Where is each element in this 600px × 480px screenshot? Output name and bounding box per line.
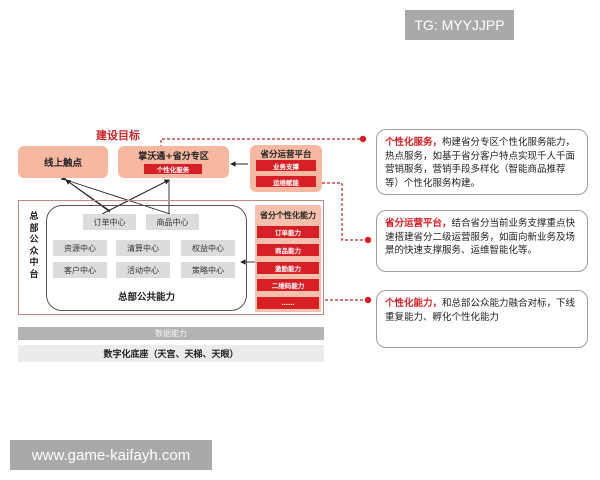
side-char: 总 (29, 212, 39, 222)
side-char: 部 (29, 223, 39, 234)
online-touchpoint-label: 线上触点 (43, 158, 82, 169)
center-strategy: 策略中心 (181, 262, 235, 278)
callout-text: 构建省分专区个性化服务能力，热点服务，如基于省分客户特点实现千人千面营销服务，营… (385, 137, 576, 189)
provincial-capability-title: 省分个性化能力 (260, 211, 316, 220)
side-char: 台 (29, 269, 39, 280)
callout-highlight: 个性化服务， (385, 137, 443, 148)
center-product: 商品中心 (146, 214, 199, 230)
center-activity: 活动中心 (116, 262, 170, 278)
prov-item-incentive: 激励能力 (257, 262, 319, 274)
public-capability-title: 总部公共能力 (117, 292, 175, 303)
ops-platform-box: 省分运营平台 业务支撑 运维赋能 (250, 145, 322, 192)
callout-ops-platform: 省分运营平台，结合省分当前业务支撑重点快速搭建省分二级运营服务，如面向新业务及场… (376, 210, 588, 272)
center-customer: 客户中心 (53, 262, 107, 278)
center-rights: 权益中心 (181, 240, 235, 256)
callout-personalized-capability: 个性化能力，和总部公众能力融合对标，下线重复能力、孵化个性化能力 (376, 290, 588, 348)
hq-midplatform-frame (18, 200, 324, 315)
provincial-capability-box: 省分个性化能力 订单能力 商品能力 激励能力 二维码能力 …… (255, 205, 321, 312)
callout-text: 和总部公众能力融合对标，下线重复能力、孵化个性化能力 (385, 298, 576, 323)
prov-item-more: …… (257, 297, 319, 309)
callout-highlight: 省分运营平台， (385, 218, 452, 229)
zone-tag: 个性化服务 (144, 164, 202, 174)
callout-text: 结合省分当前业务支撑重点快速搭建省分二级运营服务，如面向新业务及场景的快速支撑服… (385, 218, 576, 256)
zone-title: 掌沃通+省分专区 (138, 152, 209, 162)
center-settlement: 清算中心 (116, 240, 170, 256)
goal-title: 建设目标 (96, 129, 140, 142)
watermark-site: www.game-kaifayh.com (10, 440, 212, 470)
watermark-tg: TG: MYYJJPP (405, 10, 514, 40)
zone-box: 掌沃通+省分专区 个性化服务 (118, 146, 229, 178)
side-char: 公 (29, 235, 39, 245)
data-capability-bar: 数据能力 (18, 327, 324, 340)
prov-item-order: 订单能力 (257, 226, 319, 238)
side-char: 中 (29, 258, 39, 268)
callout-highlight: 个性化能力， (385, 298, 443, 309)
hq-side-label: 总 部 公 众 中 台 (28, 212, 40, 281)
ops-item-business-support: 业务支撑 (256, 160, 316, 171)
prov-item-product: 商品能力 (257, 244, 319, 256)
ops-item-ops-enablement: 运维赋能 (256, 176, 316, 187)
callout-personalized-service: 个性化服务，构建省分专区个性化服务能力，热点服务，如基于省分客户特点实现千人千面… (376, 129, 588, 195)
side-char: 众 (29, 246, 39, 257)
public-capability-box (46, 205, 247, 311)
online-touchpoint-box: 线上触点 (18, 146, 108, 178)
ops-platform-title: 省分运营平台 (260, 150, 312, 160)
center-resource: 资源中心 (53, 240, 107, 256)
digital-base-bar: 数字化底座（天宫、天梯、天眼） (18, 345, 324, 362)
prov-item-qrcode: 二维码能力 (257, 279, 319, 291)
center-order: 订单中心 (83, 214, 136, 230)
